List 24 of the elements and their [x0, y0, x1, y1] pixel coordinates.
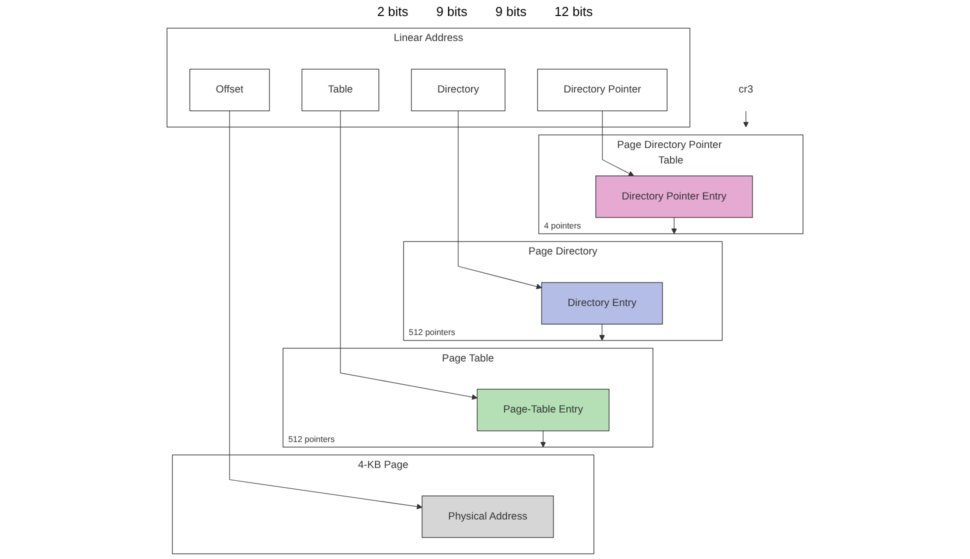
arrow — [671, 217, 677, 234]
node-box: Directory Pointer — [537, 68, 668, 112]
bit-width-label: 12 bits — [554, 4, 593, 19]
arrow — [340, 110, 478, 400]
node-text: cr3 — [738, 84, 754, 96]
pointer-count-label: 512 pointers — [408, 327, 456, 338]
bit-width-label: 9 bits — [495, 4, 526, 19]
node-box: Table — [302, 68, 380, 112]
node-box: Page-Table Entry — [476, 388, 610, 432]
node-box: Physical Address — [422, 496, 554, 538]
arrow — [540, 430, 546, 448]
arrow — [458, 110, 542, 290]
arrow — [229, 110, 422, 510]
pointer-count-label: 512 pointers — [288, 434, 335, 444]
node-box: Offset — [189, 68, 270, 112]
node-box: Directory — [411, 68, 506, 112]
bit-width-label: 9 bits — [436, 4, 468, 19]
pointer-count-label: 4 pointers — [544, 220, 582, 231]
arrow — [602, 110, 634, 176]
node-box: Directory Pointer Entry — [595, 176, 753, 218]
bit-width-label: 2 bits — [377, 4, 408, 19]
arrow — [599, 324, 605, 341]
arrow — [743, 110, 749, 128]
node-box: Directory Entry — [541, 282, 663, 324]
